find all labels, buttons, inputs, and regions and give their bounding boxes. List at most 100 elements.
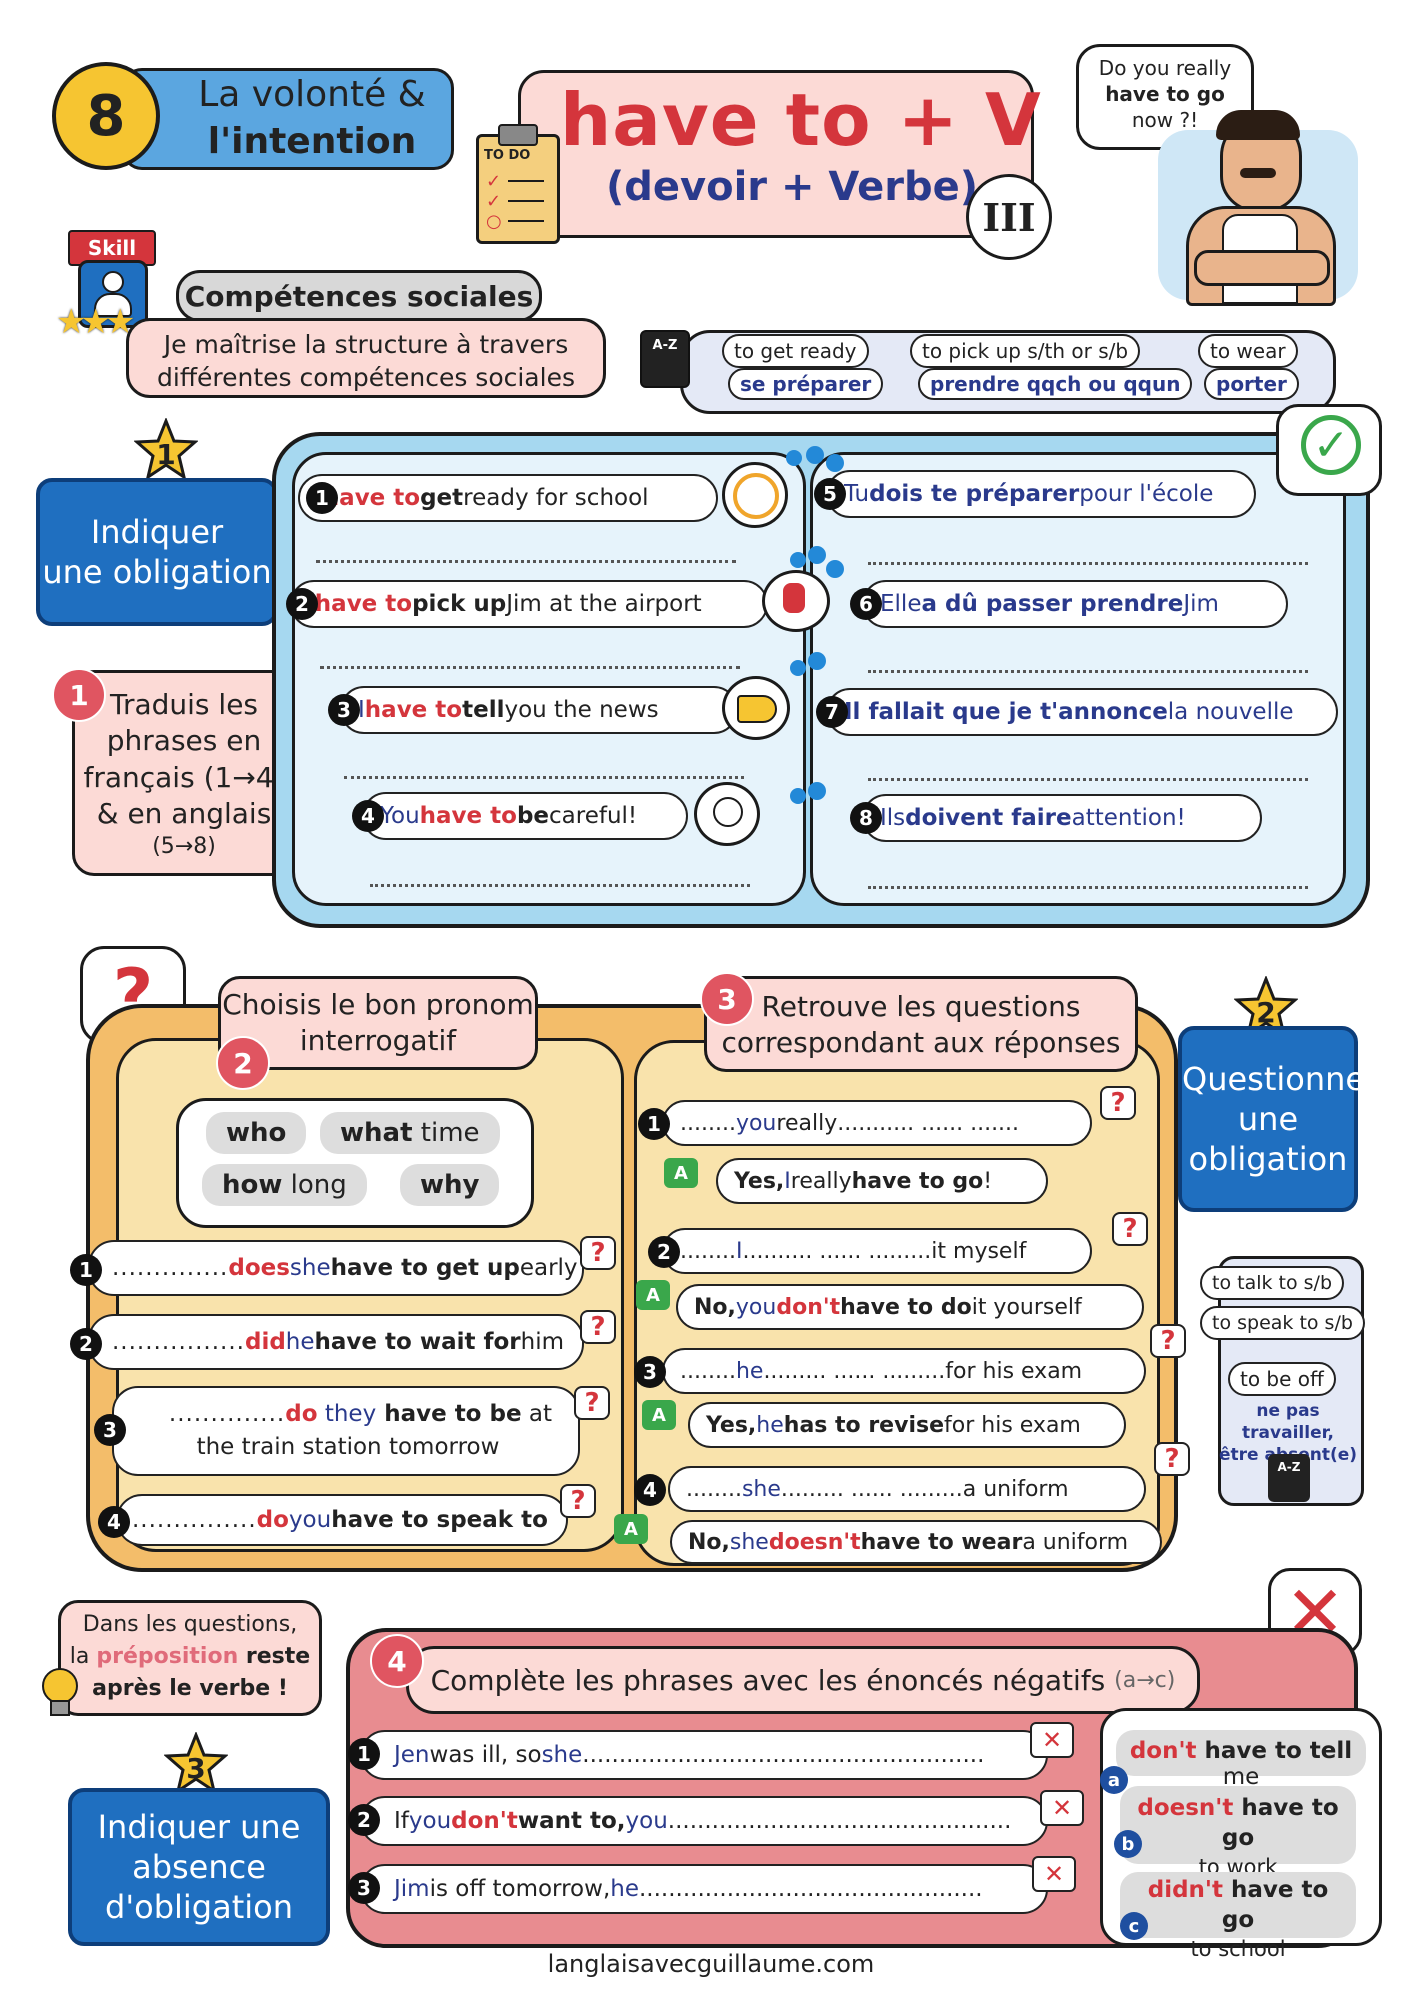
section2-label: Questionner une obligation xyxy=(1178,1026,1378,1212)
ex3-item-1-question-icon: ? xyxy=(1100,1086,1136,1120)
s6-bold: a dû passer prendre xyxy=(921,591,1184,617)
megaphone-icon xyxy=(722,676,790,740)
s4-number-text: 4 xyxy=(361,804,375,828)
vocab-fr-2-text: prendre qqch ou qqun xyxy=(930,372,1181,396)
ex2-item-2-number: 2 xyxy=(70,1328,102,1360)
ex3-a1-mid: really xyxy=(790,1168,852,1194)
ex2-1-red: does xyxy=(228,1255,290,1281)
connector-dot xyxy=(826,454,844,472)
opt-a-red: don't xyxy=(1129,1738,1197,1764)
ex4-item-1-number: 1 xyxy=(348,1738,380,1770)
ex4-item-2-cross-icon: ✕ xyxy=(1040,1790,1084,1826)
s5-pre: Tu xyxy=(844,481,870,507)
ex2-item-4-number: 4 xyxy=(98,1506,130,1538)
star-1-icon xyxy=(134,418,198,481)
lightbulb-icon xyxy=(40,1668,78,1716)
ex2-4-bold: have to speak to xyxy=(331,1507,548,1533)
ex4-2-subj2: you xyxy=(625,1808,668,1834)
main-title: have to + V xyxy=(560,78,1042,162)
sentence-8-number: 8 xyxy=(850,802,882,834)
opt-c-line2: to school xyxy=(1190,1936,1286,1961)
sentence-5-number: 5 xyxy=(814,478,846,510)
pronoun-how-long: how long xyxy=(202,1164,367,1206)
ex3-a2-post: it yourself xyxy=(971,1294,1082,1320)
ex3-item-4-question-icon: ? xyxy=(1154,1442,1190,1476)
check-icon: ✓ xyxy=(1276,404,1382,496)
ex4-item-3: Jim is off tomorrow, he.................… xyxy=(360,1864,1048,1914)
ex2-2-bold: have to wait for xyxy=(314,1329,521,1355)
tip-box: Dans les questions, la préposition reste… xyxy=(58,1600,322,1716)
instr-line5: (5→8) xyxy=(152,833,216,859)
vocab-en-3-text: to wear xyxy=(1210,339,1286,363)
footer-site[interactable]: langlaisavecguillaume.com xyxy=(547,1950,875,1978)
s2-post: Jim at the airport xyxy=(506,591,702,617)
exercise1-number: 1 xyxy=(52,668,106,722)
ex4-3-mid: is off tomorrow, xyxy=(429,1876,611,1902)
badge-text: A xyxy=(624,1518,638,1540)
dictionary-icon: A-Z xyxy=(1268,1454,1310,1502)
ex4-number-text: 4 xyxy=(387,1644,407,1678)
skill-title-text: Compétences sociales xyxy=(184,279,534,313)
ex3-a1-post: ! xyxy=(983,1168,993,1194)
answer-line-7 xyxy=(868,778,1308,781)
answer-line-4 xyxy=(370,884,750,887)
ex4-title: Complète les phrases avec les énoncés né… xyxy=(430,1663,1106,1697)
vocab-fr-1-text: se préparer xyxy=(740,372,872,396)
dictionary-icon: A-Z xyxy=(640,330,690,388)
ex3-question-2: ........ I .......... ...... ......... i… xyxy=(662,1228,1092,1274)
opt-a-post: me xyxy=(1222,1764,1260,1790)
ex4-item-2-number: 2 xyxy=(348,1804,380,1836)
exercise4-instruction: Complète les phrases avec les énoncés né… xyxy=(406,1646,1200,1714)
exercise4-number: 4 xyxy=(370,1634,424,1688)
unit-title-line2: l'intention xyxy=(207,120,417,162)
section1-label: Indiquer une obligation xyxy=(36,478,278,626)
exercise3-instruction: Retrouve les questions correspondant aux… xyxy=(704,976,1138,1072)
answer-line-1 xyxy=(316,560,736,563)
speech-line1: Do you really xyxy=(1098,56,1232,80)
ex3-4-number-text: 4 xyxy=(643,1478,657,1502)
ex3-a3-subj: he xyxy=(756,1412,784,1438)
s7-number-text: 7 xyxy=(825,700,839,724)
ex4-3-subj2: he xyxy=(610,1876,639,1902)
unit-number-text: 8 xyxy=(86,83,126,149)
section3-label: Indiquer une absence d'obligation xyxy=(68,1788,330,1946)
ex2-3-line2: the train station tomorrow xyxy=(196,1434,500,1461)
ex3-3-number-text: 3 xyxy=(643,1360,657,1384)
pronoun-how-rest: long xyxy=(282,1170,347,1200)
ex3-a4-pre: No, xyxy=(688,1529,730,1555)
ex3-item-4-number: 4 xyxy=(634,1474,666,1506)
ex4-3-number-text: 3 xyxy=(357,1876,371,1900)
section3-label-line1: Indiquer une xyxy=(97,1808,301,1846)
sentence-4-number: 4 xyxy=(352,800,384,832)
vocab-en-2: to pick up s/th or s/b xyxy=(910,334,1141,368)
ex4-option-c: didn't have to go to school xyxy=(1120,1872,1356,1961)
stars-icon: ★★★ xyxy=(56,302,135,342)
ex3-answer-2-badge: A xyxy=(636,1280,670,1310)
main-title-card xyxy=(518,70,1034,238)
sentence-3: I have to tell you the news xyxy=(340,686,738,734)
ex2-number-text: 2 xyxy=(233,1046,253,1080)
instr-line1: Traduis les xyxy=(109,688,259,721)
ex3-item-1-number: 1 xyxy=(638,1108,670,1140)
ex3-item-2-question-icon: ? xyxy=(1112,1212,1148,1246)
s7-bold: Il fallait que je t'annonce xyxy=(844,699,1168,725)
ex4-item-3-cross-icon: ✕ xyxy=(1032,1856,1076,1892)
tip-line2-red: préposition xyxy=(96,1643,239,1669)
exercise2-number: 2 xyxy=(216,1036,270,1090)
ex4-range: (a→c) xyxy=(1114,1667,1176,1693)
ex3-item-3-number: 3 xyxy=(634,1356,666,1388)
ex4-1-number-text: 1 xyxy=(357,1742,371,1766)
unit-badge: 8 La volonté & l'intention xyxy=(52,62,454,172)
ex3-answer-1: Yes, I really have to go ! xyxy=(716,1158,1048,1204)
skill-desc-line2: différentes compétences sociales xyxy=(157,362,575,392)
user-icon xyxy=(78,260,148,328)
ex4-1-mid: was ill, so xyxy=(429,1742,542,1768)
ex3-answer-4-badge: A xyxy=(614,1514,648,1544)
subtitle: (devoir + Verbe) xyxy=(606,164,979,210)
s3-number-text: 3 xyxy=(337,698,351,722)
sentence-3-number: 3 xyxy=(328,694,360,726)
tip-line2-pre: la xyxy=(69,1643,97,1669)
pronoun-how-bold: how xyxy=(222,1170,283,1200)
ex3-a2-bold: have to do xyxy=(840,1294,972,1320)
ex3-q1-post: really xyxy=(776,1110,838,1136)
